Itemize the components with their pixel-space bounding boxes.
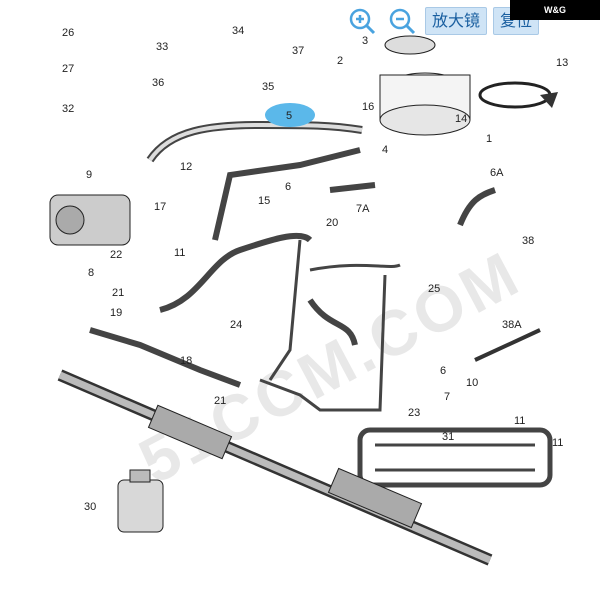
magnifier-minus-icon (389, 8, 416, 35)
part-label: 24 (230, 319, 242, 331)
part-label: 37 (292, 45, 304, 57)
part-label: 19 (110, 307, 122, 319)
pump (49, 194, 131, 246)
return-line (89, 327, 242, 388)
part-label: 38A (502, 319, 522, 331)
hose-6A (457, 187, 496, 227)
part-label: 38 (522, 235, 534, 247)
part-label: 10 (466, 377, 478, 389)
highlight-part-5[interactable] (265, 103, 315, 127)
part-label: 5 (286, 110, 292, 122)
part-label: 25 (428, 283, 440, 295)
hose-5-core (148, 122, 363, 162)
reservoir-bracket (478, 81, 558, 109)
pressure-line-b (268, 239, 302, 381)
part-label: 32 (62, 103, 74, 115)
part-label: 33 (156, 41, 168, 53)
part-label: 6 (285, 181, 291, 193)
pressure-line-c (309, 263, 401, 272)
fluid-bottle (117, 469, 164, 533)
part-label: 15 (258, 195, 270, 207)
part-label: 34 (232, 25, 244, 37)
part-label: 3 (362, 35, 368, 47)
steering-rack (57, 369, 493, 566)
part-label: 11 (514, 415, 525, 427)
part-label: 20 (326, 217, 338, 229)
part-labels: 26 27 32 33 34 37 36 35 5 3 2 16 13 14 1… (62, 25, 568, 513)
part-label: 35 (262, 81, 274, 93)
part-label: 8 (88, 267, 94, 279)
part-label: 9 (86, 169, 92, 181)
brand-text: W&G (544, 5, 566, 15)
return-line-b (259, 274, 387, 412)
part-label: 7 (444, 391, 450, 403)
zoom-out-button[interactable] (385, 4, 419, 38)
zoom-in-button[interactable] (345, 4, 379, 38)
part-label: 11 (174, 247, 185, 259)
part-label: 1 (486, 133, 492, 145)
cooler (357, 427, 553, 488)
part-label: 21 (112, 287, 124, 299)
part-label: 4 (382, 144, 388, 156)
part-label: 30 (84, 501, 96, 513)
part-label: 22 (110, 249, 122, 261)
part-label: 2 (337, 55, 343, 67)
magnifier-plus-icon (349, 8, 376, 35)
reservoir (379, 35, 471, 136)
part-label: 13 (556, 57, 568, 69)
hose-7A (329, 182, 376, 193)
part-label: 7A (356, 203, 370, 215)
part-label: 17 (154, 201, 166, 213)
part-label: 16 (362, 101, 374, 113)
part-label: 11 (552, 437, 563, 449)
part-label: 26 (62, 27, 74, 39)
magnifier-button[interactable]: 放大镜 (425, 7, 488, 35)
hose-6 (212, 147, 361, 241)
part-label: 31 (442, 431, 454, 443)
pressure-line-d (307, 298, 358, 346)
part-label: 36 (152, 77, 164, 89)
brand-badge: W&G (510, 0, 600, 20)
part-label: 18 (180, 355, 192, 367)
part-label: 21 (214, 395, 226, 407)
part-label: 23 (408, 407, 420, 419)
pressure-line-a (159, 232, 313, 313)
part-label: 6 (440, 365, 446, 377)
part-label: 12 (180, 161, 192, 173)
part-label: 6A (490, 167, 504, 179)
rod-38A (474, 328, 541, 362)
part-label: 14 (455, 113, 467, 125)
part-label: 27 (62, 63, 74, 75)
